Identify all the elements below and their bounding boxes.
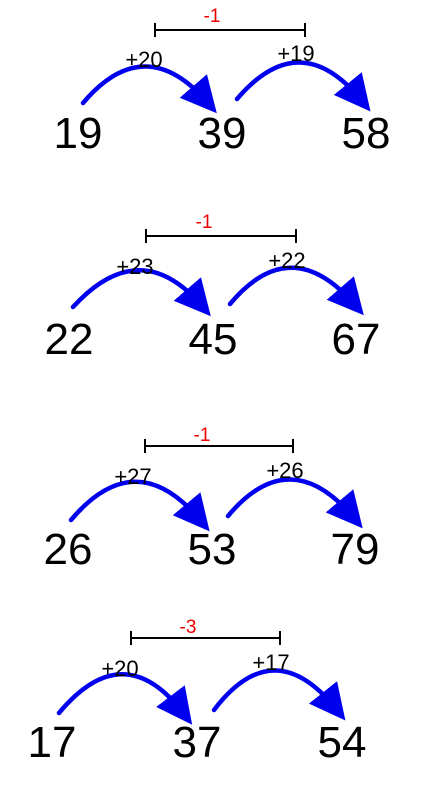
sequence-number: 54 [318,718,367,767]
jump-arrow-icon [227,265,364,316]
step-label: +26 [266,458,303,483]
sequence-number: 45 [189,315,238,364]
difference-label: -1 [196,212,213,233]
jump-arrow-icon [225,477,363,529]
jump-arrow-icon [56,672,193,725]
sequence-number: 58 [342,109,391,158]
difference-bracket [130,631,281,645]
step-label: +23 [116,254,153,279]
sequence-row-2: -1 +23 +22 22 45 67 [45,212,381,364]
sequence-number: 17 [28,718,77,767]
step-label: +20 [125,47,162,72]
sequence-number: 39 [198,109,247,158]
jump-arrow-icon [211,668,346,721]
sequence-number: 26 [44,525,93,574]
step-label: +22 [268,248,305,273]
sequence-row-4: -3 +20 +17 17 37 54 [28,617,367,767]
difference-label: -1 [194,425,211,446]
difference-bracket [154,23,306,37]
step-label: +20 [101,656,138,681]
sequence-number: 79 [331,525,380,574]
jump-arrow-icon [70,268,211,317]
difference-label: -3 [180,617,197,638]
sequence-row-1: -1 +20 +19 19 39 58 [54,6,391,158]
step-label: +27 [114,464,151,489]
sequence-number: 19 [54,109,103,158]
difference-label: -1 [204,6,221,27]
jump-arrow-icon [80,64,217,114]
sequence-number: 53 [188,525,237,574]
sequence-number: 67 [332,315,381,364]
step-label: +19 [277,41,314,66]
jump-arrow-icon [234,60,371,112]
jump-arrow-icon [68,479,210,532]
difference-bracket [144,439,294,453]
sequence-number: 22 [45,315,94,364]
sequence-row-3: -1 +27 +26 26 53 79 [44,425,380,574]
sequence-number: 37 [173,718,222,767]
difference-bracket [145,229,297,243]
step-label: +17 [252,650,289,675]
